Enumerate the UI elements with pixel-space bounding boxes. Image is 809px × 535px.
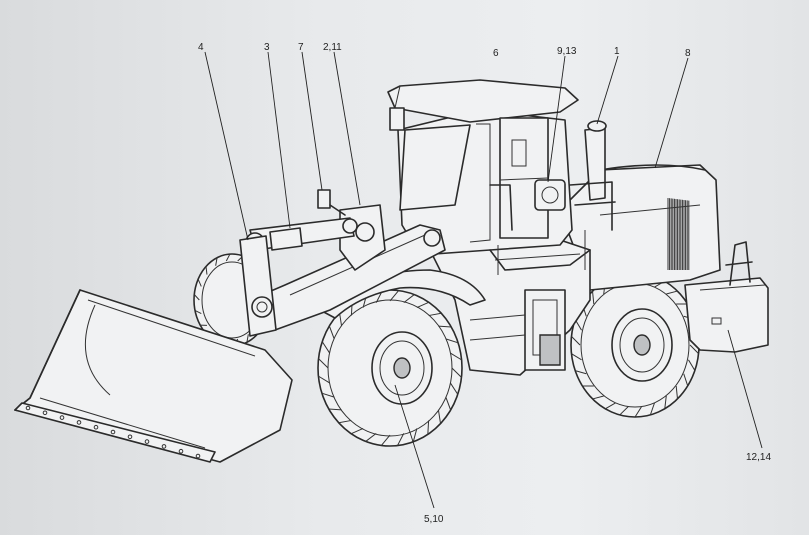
bucket bbox=[14, 289, 293, 463]
callout-leaders bbox=[204, 51, 763, 509]
callout-12-14: 12,14 bbox=[746, 452, 771, 463]
center-frame bbox=[429, 239, 591, 376]
callout-6: 6 bbox=[493, 48, 499, 59]
callout-3: 3 bbox=[264, 42, 270, 53]
callout-1: 1 bbox=[614, 46, 620, 57]
tilt-lever bbox=[239, 189, 346, 337]
callout-9-13: 9,13 bbox=[557, 46, 577, 57]
callout-2-11: 2,11 bbox=[323, 42, 342, 53]
callout-4: 4 bbox=[198, 42, 204, 53]
rear-body bbox=[559, 120, 769, 353]
callout-5-10: 5,10 bbox=[424, 514, 444, 525]
callout-7: 7 bbox=[298, 42, 304, 53]
cab bbox=[387, 79, 616, 275]
callout-8: 8 bbox=[685, 48, 691, 59]
callout-labels: 4 3 7 2,11 6 9,13 1 8 12,14 5,10 bbox=[198, 42, 771, 525]
